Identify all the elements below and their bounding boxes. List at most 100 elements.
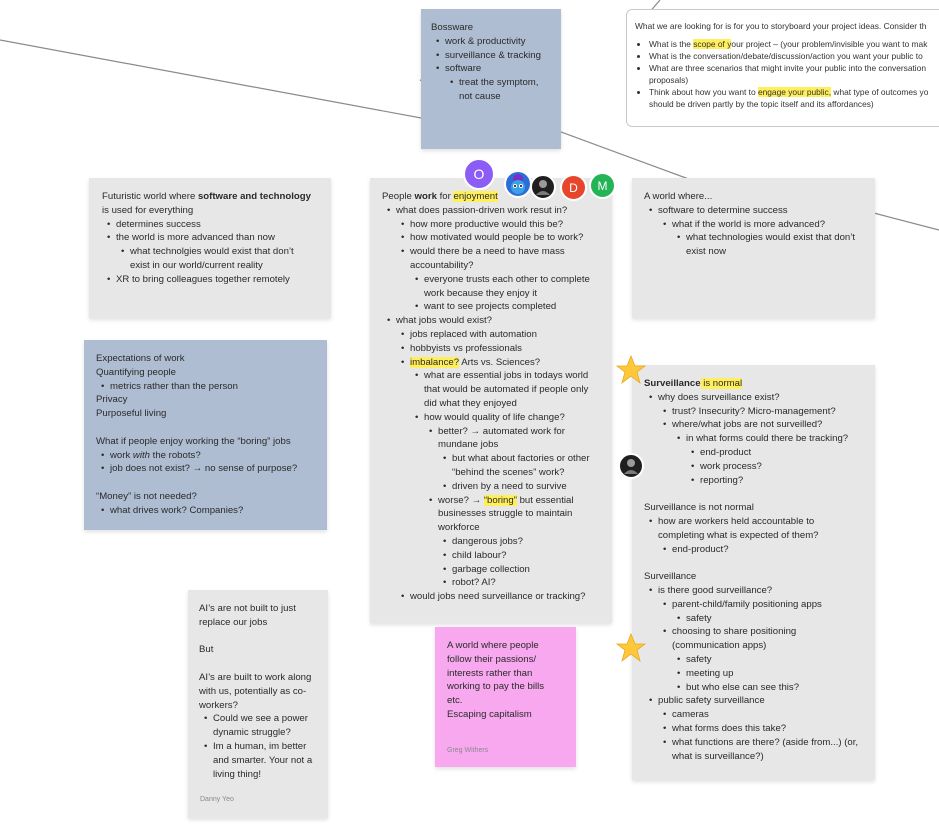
list-text: choosing to share positioning [672,626,797,638]
list-item: what drives work? Companies? [101,504,315,518]
sticky-sublist: what if the world is more advanced? [644,218,863,232]
list-item: XR to bring colleagues together remotely [107,273,318,287]
sticky-a-world-where[interactable]: A world where... software to determine s… [632,178,875,318]
sticky-text: interests rather than [447,667,533,679]
sticky-text: Surveillance is not normal [644,502,754,514]
list-item: job does not exist? → no sense of purpos… [101,462,315,476]
list-text: living thing! [213,768,261,780]
user-photo-avatar[interactable] [530,174,556,200]
monster-avatar[interactable] [504,170,532,198]
list-text: worse? → [438,494,484,506]
sticky-text: Expectations of work [96,353,185,364]
sticky-text: Futuristic world where software and tech… [102,190,318,204]
sticky-sublist: worse? → “boring” but essentialbusinesse… [382,494,600,535]
sticky-surveillance[interactable]: Surveillance is normal why does surveill… [632,365,875,780]
list-text: exist now [686,246,726,258]
sticky-sublist: safety meeting up but who else can see t… [644,653,863,694]
list-text: what technologies would exist that don’t [686,232,856,244]
list-item: would there be a need to have massaccoun… [401,245,600,273]
collaborator-avatar-m[interactable]: M [589,172,616,199]
list-item: end-product [691,446,863,460]
list-item: what forms does this take? [663,722,863,736]
sticky-text: What if people enjoy working the “boring… [96,435,291,447]
bold-text: work [414,191,437,202]
sticky-sublist: everyone trusts each other to completewo… [382,273,600,314]
list-text: exist in our world/current reality [130,259,263,271]
list-item: what jobs would exist? [387,314,600,328]
sticky-expectations[interactable]: Expectations of work Quantifying people … [84,340,327,530]
list-item: how more productive would this be? [401,218,600,232]
connector-line[interactable] [0,39,433,121]
sticky-list: software to determine success [644,204,863,218]
list-text: but essential [516,494,574,506]
list-text: what functions are there? (aside from...… [672,736,859,748]
avatar-initial: D [569,180,578,195]
list-item: software [436,62,551,76]
list-text: and smarter. Your not a [213,754,313,766]
prompt-card[interactable]: What we are looking for is for you to st… [626,9,939,127]
collaborator-avatar-d[interactable]: D [560,174,587,201]
sticky-text: replace our jobs [199,616,268,628]
list-item: choosing to share positioning(communicat… [663,625,863,653]
person-photo-icon [536,180,550,195]
list-item: treat the symptom,not cause [450,76,551,104]
list-text: but what about factories or other [452,453,590,465]
list-item: but who else can see this? [677,681,863,695]
sticky-pink-world[interactable]: A world where people follow their passio… [435,627,576,767]
list-item: in what forms could there be tracking? [677,432,863,446]
sticky-list: what jobs would exist? [382,314,600,328]
list-item: hobbyists vs professionals [401,342,600,356]
sticky-list: what does passion-driven work resut in? [382,204,600,218]
list-item: but what about factories or other“behind… [443,452,600,480]
highlighted-text: “boring” [483,494,517,506]
prompt-item: Think about how you want to engage your … [649,86,939,110]
list-item: the world is more advanced than now [107,231,318,245]
avatar-initial: O [473,166,485,182]
list-text: that would be automated if people only [424,384,589,396]
sticky-text: Escaping capitalism [447,708,532,720]
list-item: metrics rather than the person [101,380,315,394]
user-photo-avatar[interactable] [618,453,644,479]
list-item: what technolgies would exist that don’te… [121,245,318,273]
list-item: why does surveillance exist? [649,391,863,405]
list-item: parent-child/family positioning apps [663,598,863,612]
text-run: for [436,191,454,202]
sticky-sublist: safety [644,612,863,626]
list-text: would there be a need to have mass [410,246,565,258]
sticky-futuristic-world[interactable]: Futuristic world where software and tech… [89,178,331,318]
sticky-sublist: parent-child/family positioning apps [644,598,863,612]
sticky-list: work & productivity surveillance & track… [431,35,551,76]
text-run: People [382,191,415,202]
star-icon[interactable] [616,355,646,385]
list-text: work because they enjoy it [424,287,538,299]
sticky-text: etc. [447,695,463,707]
list-text: the robots? [149,449,201,461]
connector-line[interactable] [869,211,939,231]
list-text: workforce [438,522,480,534]
sticky-list: public safety surveillance [644,694,863,708]
list-item: everyone trusts each other to completewo… [415,273,600,301]
prompt-item: What is the conversation/debate/discussi… [649,50,939,62]
list-item: trust? Insecurity? Micro-management? [663,405,863,419]
sticky-ai[interactable]: AI’s are not built to just replace our j… [188,590,328,818]
prompt-text: What are three scenarios that might invi… [649,63,926,73]
star-icon[interactable] [616,633,646,663]
text-run: Futuristic world where [102,191,198,202]
list-item: driven by a need to survive [443,480,600,494]
list-item: safety [677,653,863,667]
list-item: what functions are there? (aside from...… [663,736,863,764]
list-text: “behind the scenes” work? [452,466,565,478]
sticky-list: work with the robots? job does not exist… [96,449,315,477]
monster-avatar-icon [511,174,525,194]
avatar-initial: M [597,178,608,193]
prompt-intro: What we are looking for is for you to st… [635,21,927,31]
sticky-people-work[interactable]: People work for enjoyment what does pass… [370,178,612,623]
list-item: want to see projects completed [415,300,600,314]
highlighted-text: imbalance? [410,356,460,368]
sticky-bossware[interactable]: Bossware work & productivity surveillanc… [421,9,561,149]
sticky-list: metrics rather than the person [96,380,315,394]
collaborator-avatar-o[interactable]: O [463,158,495,190]
